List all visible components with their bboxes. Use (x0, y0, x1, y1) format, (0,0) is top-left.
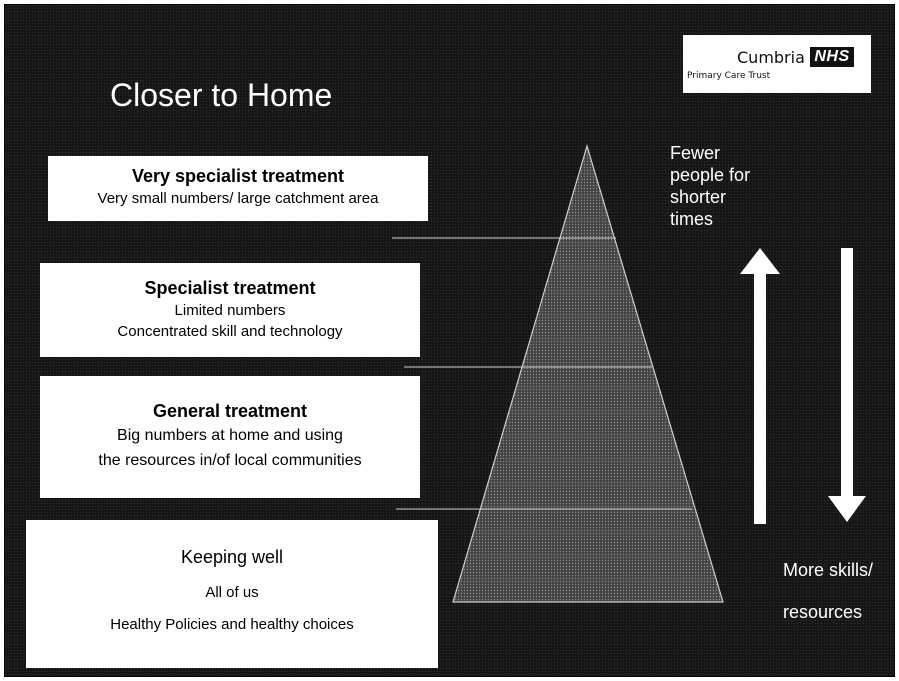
down-arrow-label-line: resources (783, 602, 863, 622)
up-arrow-label: Fewer people for shorter times (670, 142, 750, 230)
tier-line: All of us (205, 584, 259, 601)
tier-general: General treatment Big numbers at home an… (40, 376, 420, 498)
diagram-graphics (392, 143, 866, 603)
tier-heading: Very specialist treatment (131, 166, 345, 186)
tier-keeping-well: Keeping well All of us Healthy Policies … (26, 520, 438, 668)
tier-line: Healthy Policies and healthy choices (110, 616, 354, 633)
tier-heading: Specialist treatment (144, 278, 316, 298)
slide-background: Cumbria NHS Primary Care Trust Closer to… (4, 4, 895, 677)
up-arrow-label-line: people for (670, 165, 751, 185)
up-arrow-icon (740, 248, 780, 524)
tier-heading: General treatment (152, 401, 308, 421)
up-arrow-label-line: times (670, 209, 714, 229)
pyramid (452, 143, 724, 603)
down-arrow-icon (828, 248, 866, 522)
down-arrow-label-line: More skills/ (783, 560, 874, 580)
tier-line: Big numbers at home and using (117, 427, 343, 444)
down-arrow-label: More skills/ resources (783, 549, 873, 633)
tier-specialist: Specialist treatment Limited numbers Con… (40, 263, 420, 357)
logo-nhs-mark: NHS (810, 47, 854, 67)
logo-subtitle: Primary Care Trust (687, 71, 771, 81)
up-arrow-label-line: shorter (670, 187, 727, 207)
tier-line: Very small numbers/ large catchment area (97, 190, 379, 207)
logo-name: Cumbria (737, 48, 805, 67)
up-arrow-label-line: Fewer (670, 143, 721, 163)
tier-very-specialist: Very specialist treatment Very small num… (48, 156, 428, 221)
tier-line: Limited numbers (174, 302, 286, 319)
tier-line: the resources in/of local communities (98, 452, 362, 469)
tier-heading: Keeping well (180, 547, 284, 567)
tier-line: Concentrated skill and technology (117, 323, 343, 340)
slide-title: Closer to Home (110, 77, 333, 113)
nhs-logo: Cumbria NHS Primary Care Trust (683, 35, 871, 93)
